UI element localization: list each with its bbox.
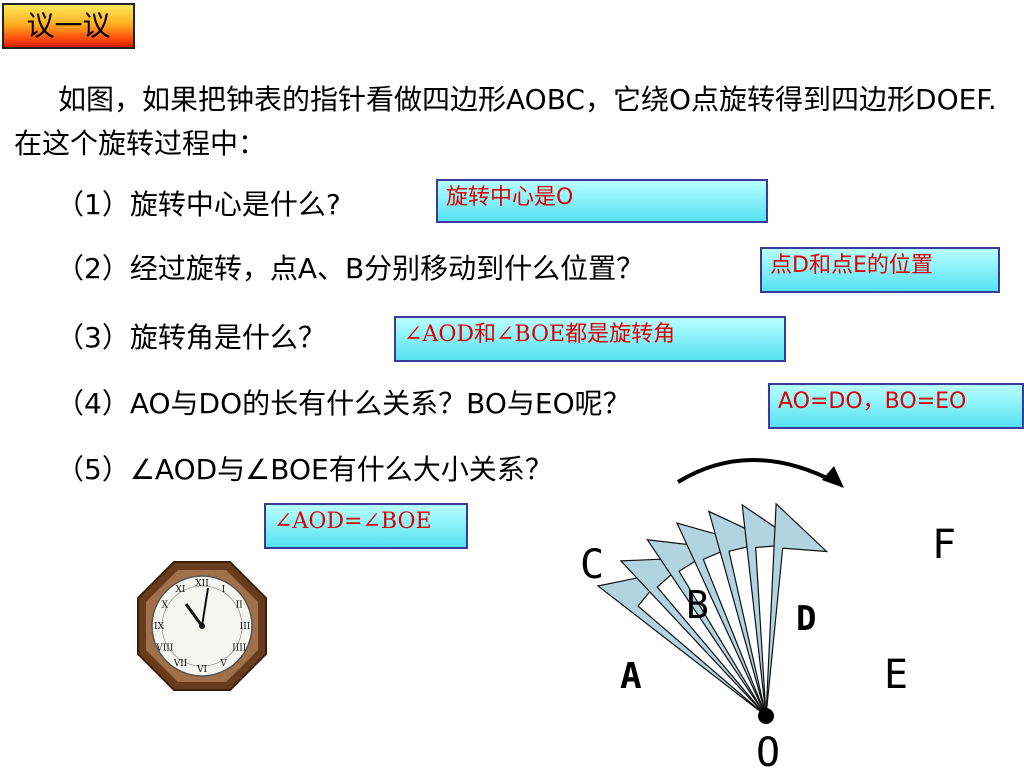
clock-numeral: VII bbox=[173, 659, 188, 669]
label-b: B bbox=[686, 583, 709, 627]
arrow-head-icon bbox=[822, 466, 844, 488]
label-o: O bbox=[756, 730, 780, 768]
question-3: （3）旋转角是什么？ bbox=[56, 321, 326, 354]
clock-numeral: VI bbox=[196, 665, 207, 675]
answer-2[interactable]: 点D和点E的位置 bbox=[760, 247, 1000, 293]
clock-numeral: I bbox=[222, 585, 226, 595]
clock-numeral: VIII bbox=[155, 644, 174, 654]
answer-3[interactable]: ∠AOD和∠BOE都是旋转角 bbox=[394, 316, 786, 362]
clock-numeral: IX bbox=[154, 622, 165, 632]
minute-hand bbox=[201, 587, 209, 627]
question-4: （4）AO与DO的长有什么关系？BO与EO呢？ bbox=[56, 387, 631, 420]
label-c: C bbox=[580, 542, 604, 588]
intro-text: 如图，如果把钟表的指针看做四边形AOBC，它绕O点旋转得到四边形DOEF. 在这… bbox=[14, 83, 997, 160]
question-1: （1）旋转中心是什么? bbox=[56, 188, 341, 221]
clock-numeral: XI bbox=[176, 585, 186, 595]
rotation-arrow bbox=[676, 458, 836, 484]
section-badge: 议一议 bbox=[2, 3, 135, 49]
clock-numeral: V bbox=[219, 659, 227, 669]
question-2: （2）经过旋转，点A、B分别移动到什么位置？ bbox=[56, 252, 645, 285]
intro-paragraph: 如图，如果把钟表的指针看做四边形AOBC，它绕O点旋转得到四边形DOEF. 在这… bbox=[14, 78, 1014, 166]
label-d: D bbox=[796, 599, 816, 639]
clock-numeral: XII bbox=[195, 579, 209, 589]
answer-4[interactable]: AO=DO，BO=EO bbox=[768, 383, 1024, 429]
rotation-diagram: C B A D F E O bbox=[580, 458, 956, 768]
question-5: （5）∠AOD与∠BOE有什么大小关系？ bbox=[56, 453, 553, 486]
clock-numeral: X bbox=[162, 601, 169, 611]
label-e: E bbox=[884, 652, 908, 698]
rotating-quadrilaterals bbox=[596, 502, 829, 717]
rotated-quadrilateral bbox=[765, 502, 829, 717]
hour-hand bbox=[184, 603, 204, 627]
clock-numeral: IIII bbox=[232, 644, 247, 654]
label-a: A bbox=[620, 656, 642, 697]
label-f: F bbox=[932, 522, 956, 568]
clock-numeral: III bbox=[240, 622, 251, 632]
clock-numeral: II bbox=[236, 601, 244, 611]
answer-5[interactable]: ∠AOD=∠BOE bbox=[264, 503, 468, 549]
point-o bbox=[758, 708, 774, 724]
answer-1[interactable]: 旋转中心是O bbox=[436, 179, 768, 223]
